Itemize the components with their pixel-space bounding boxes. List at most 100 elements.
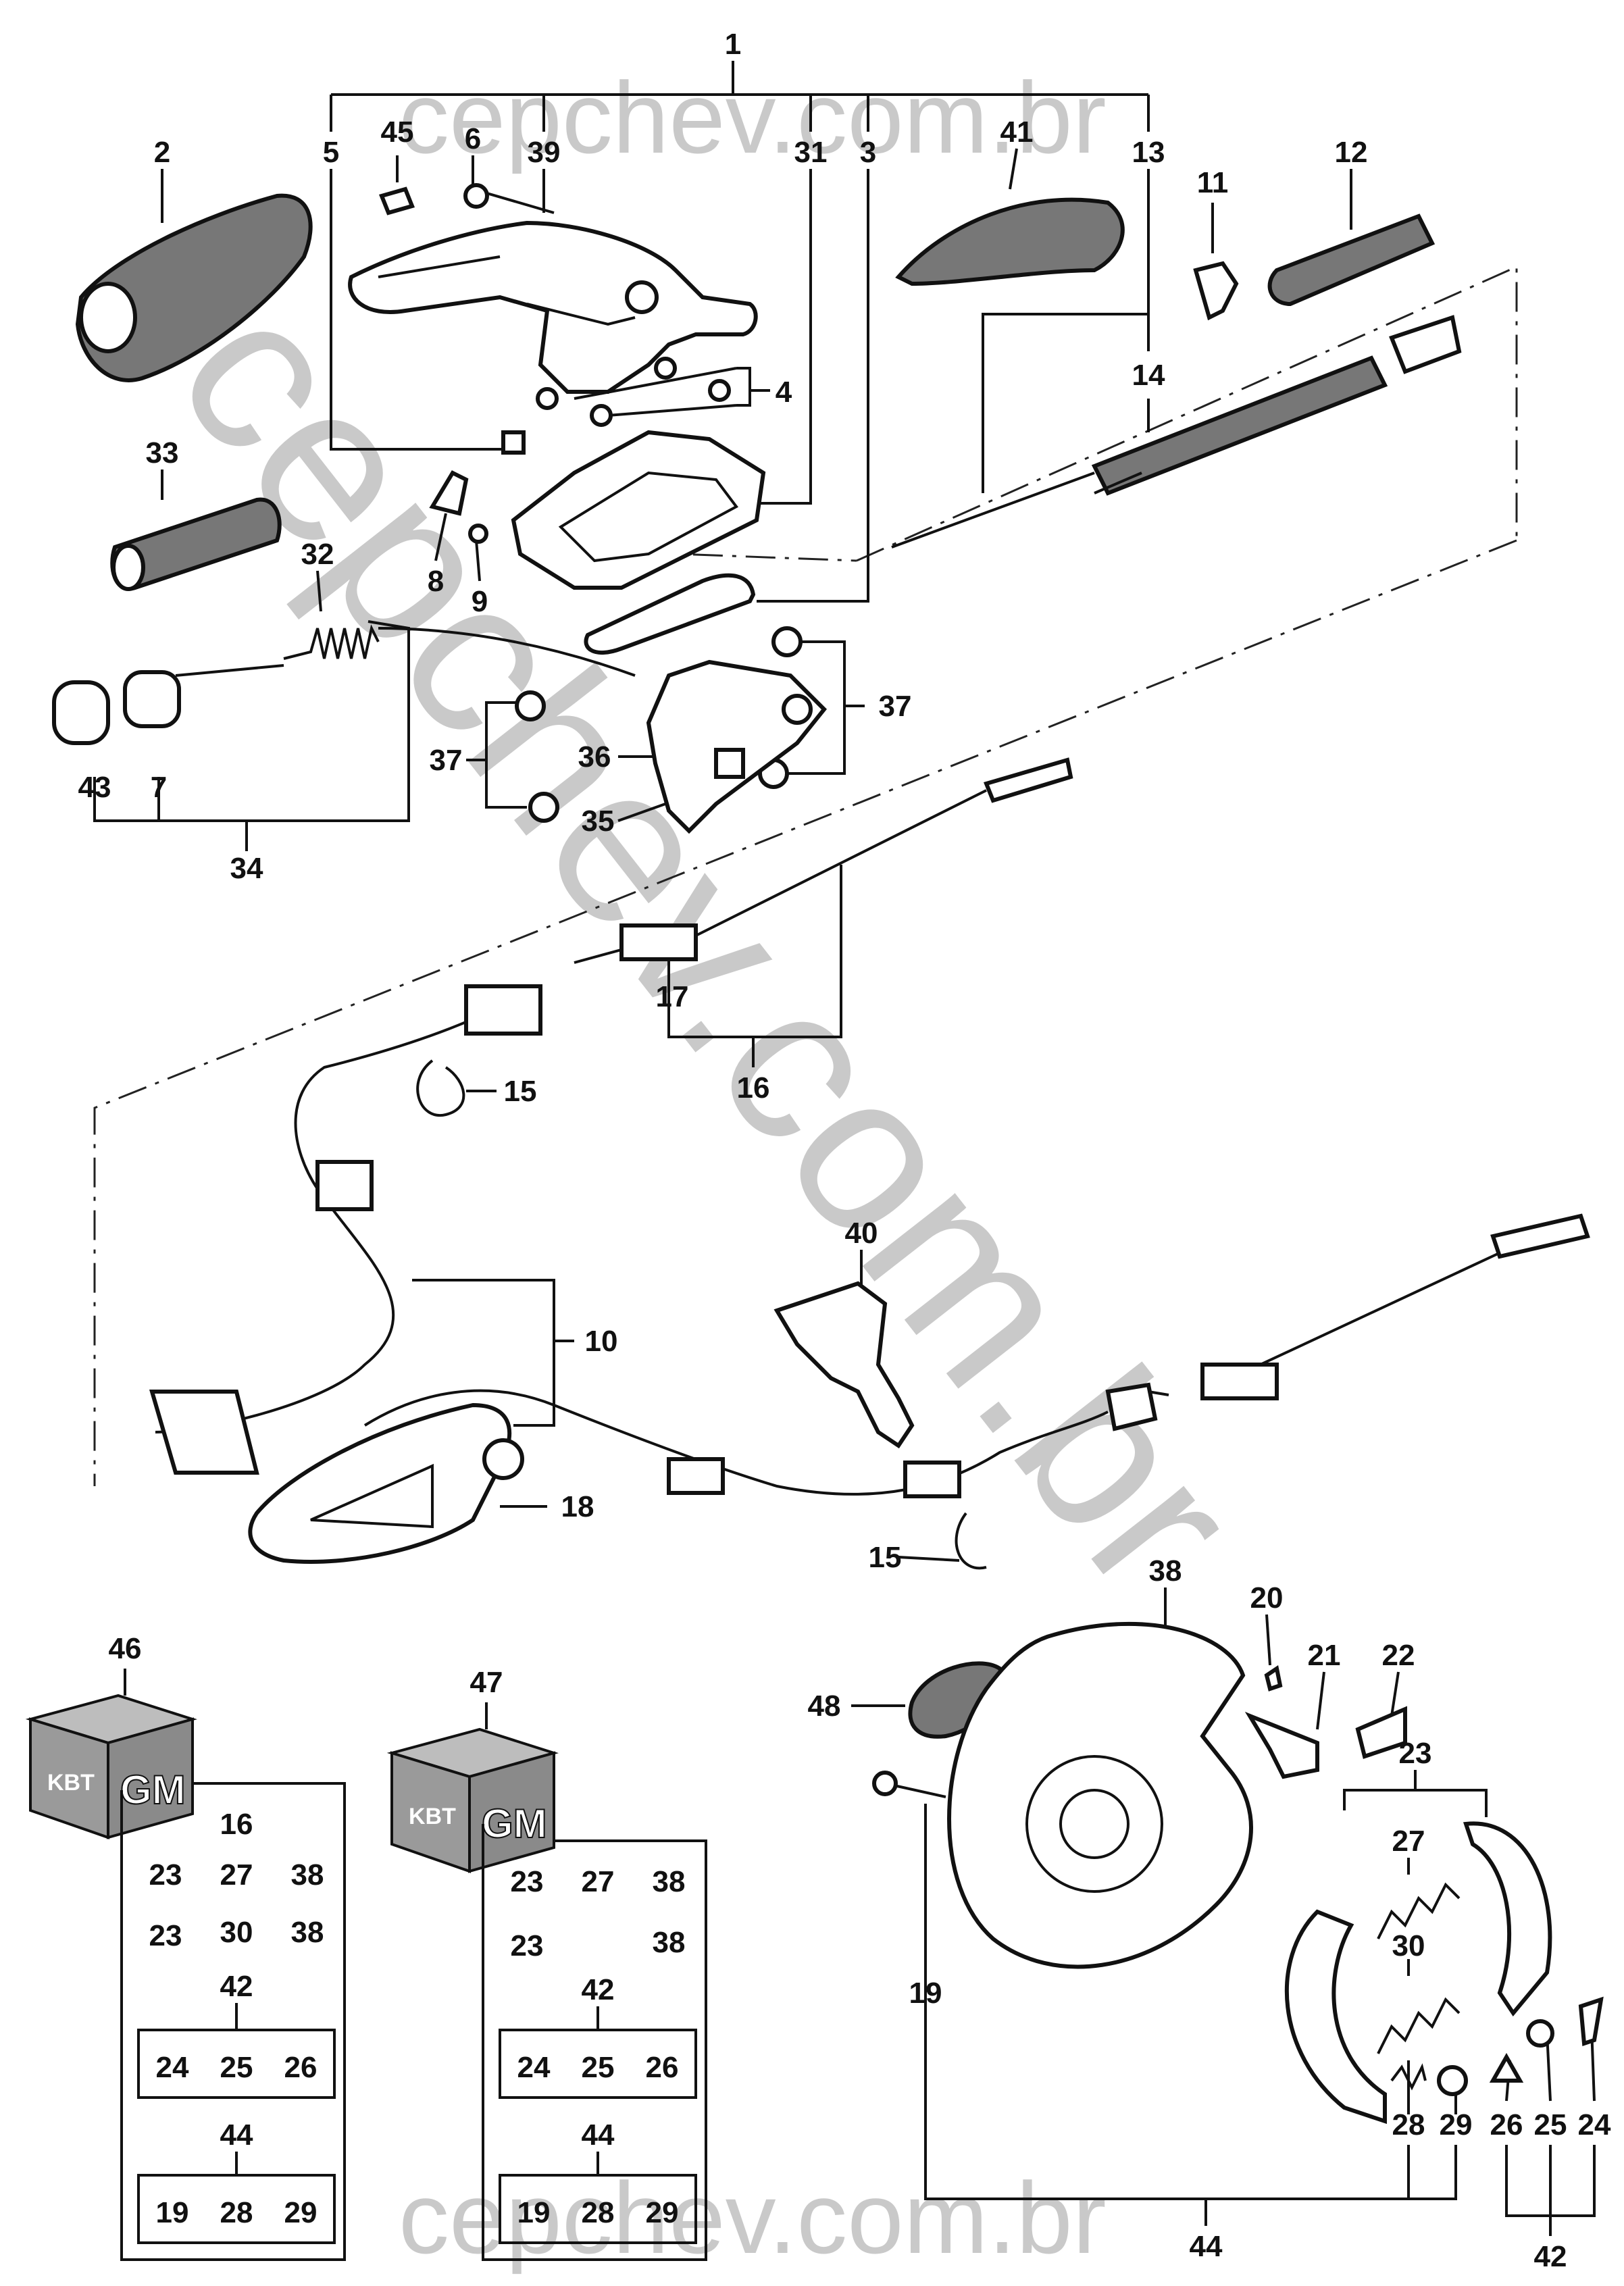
watermark-top: cepchev.com.br [399, 61, 1107, 174]
svg-text:44: 44 [582, 2118, 615, 2152]
svg-text:25: 25 [582, 2051, 615, 2084]
callout-16: 16 [737, 1071, 770, 1104]
watermark-bottom: cepchev.com.br [399, 2161, 1107, 2275]
handle-cover-part [75, 193, 313, 382]
callout-27: 27 [1392, 1825, 1425, 1858]
brake-shoe-right-part [1463, 1821, 1552, 2017]
callout-26: 26 [1490, 2108, 1523, 2141]
mount-bracket-part [773, 1281, 915, 1449]
lever-bracket-part [511, 430, 766, 590]
callout-40: 40 [845, 1217, 878, 1250]
kit-47: 47 KBT GM 23 27 38 23 38 42 24 25 26 44 … [386, 1666, 707, 2261]
callout-41: 41 [1000, 116, 1034, 149]
gm-kit-logo: KBT GM [25, 1694, 197, 1839]
svg-text:KBT: KBT [47, 1770, 95, 1796]
svg-text:23: 23 [511, 1865, 544, 1898]
svg-text:23: 23 [149, 1919, 182, 1952]
ratchet-part [646, 659, 828, 834]
callout-36: 36 [578, 740, 611, 773]
svg-text:29: 29 [646, 2196, 679, 2229]
callout-7: 7 [151, 771, 167, 804]
callout-10: 10 [585, 1325, 618, 1358]
callout-20: 20 [1250, 1581, 1284, 1615]
kit-46: 46 KBT GM 16 23 27 38 23 30 38 42 24 25 … [25, 1632, 346, 2261]
svg-text:38: 38 [291, 1858, 324, 1891]
callout-14: 14 [1132, 359, 1165, 392]
svg-text:23: 23 [149, 1858, 182, 1891]
svg-text:KBT: KBT [409, 1804, 456, 1829]
svg-text:28: 28 [582, 2196, 615, 2229]
callout-37-right: 37 [879, 690, 912, 723]
console-boot-part [584, 573, 756, 655]
callout-38: 38 [1149, 1554, 1182, 1587]
callout-21: 21 [1308, 1639, 1341, 1672]
svg-text:27: 27 [582, 1865, 615, 1898]
svg-text:38: 38 [291, 1916, 324, 1949]
svg-text:24: 24 [156, 2051, 189, 2084]
svg-text:GM: GM [482, 1801, 547, 1846]
callout-43: 43 [78, 771, 111, 804]
svg-text:19: 19 [156, 2196, 189, 2229]
callout-3: 3 [860, 136, 876, 169]
svg-text:GM: GM [120, 1767, 186, 1812]
callout-44: 44 [1190, 2230, 1223, 2263]
callout-5: 5 [323, 136, 339, 169]
svg-text:27: 27 [220, 1858, 253, 1891]
svg-text:24: 24 [517, 2051, 551, 2084]
callout-4: 4 [776, 376, 792, 409]
callout-31: 31 [794, 136, 828, 169]
callout-28: 28 [1392, 2108, 1425, 2141]
cable-bellows-part [1091, 355, 1388, 496]
callout-6: 6 [465, 122, 481, 155]
callout-32: 32 [301, 538, 334, 571]
svg-text:28: 28 [220, 2196, 253, 2229]
callout-30: 30 [1392, 1929, 1425, 1962]
callout-23: 23 [1399, 1737, 1432, 1770]
svg-text:26: 26 [284, 2051, 318, 2084]
svg-text:38: 38 [653, 1865, 686, 1898]
svg-text:38: 38 [653, 1926, 686, 1959]
callout-48: 48 [808, 1690, 841, 1723]
backing-plate-part [947, 1621, 1254, 1969]
callout-12: 12 [1335, 136, 1368, 169]
callout-37-left: 37 [430, 744, 463, 777]
callout-25: 25 [1534, 2108, 1567, 2141]
svg-text:29: 29 [284, 2196, 318, 2229]
callout-15-lower: 15 [869, 1541, 902, 1574]
callout-8: 8 [428, 565, 444, 598]
callout-29: 29 [1440, 2108, 1473, 2141]
svg-text:42: 42 [582, 1973, 615, 2006]
callout-45: 45 [381, 116, 414, 149]
callout-34: 34 [230, 852, 263, 885]
callout-1: 1 [725, 28, 741, 61]
spring-boot-part [1267, 213, 1436, 307]
callout-33: 33 [146, 436, 179, 469]
svg-text:19: 19 [517, 2196, 551, 2229]
svg-text:23: 23 [511, 1929, 544, 1962]
callout-2: 2 [154, 136, 170, 169]
callout-22: 22 [1382, 1639, 1415, 1672]
gm-kit-logo: KBT GM [386, 1727, 559, 1873]
cable-bracket-part [248, 1402, 512, 1564]
svg-text:16: 16 [220, 1808, 253, 1841]
callout-9: 9 [472, 585, 488, 618]
callout-labels: 1 2 3 4 5 6 7 8 9 10 11 12 13 14 15 16 1… [78, 28, 1611, 2273]
lever-boot-part [895, 197, 1125, 286]
svg-text:26: 26 [646, 2051, 679, 2084]
callout-15-upper: 15 [504, 1075, 537, 1108]
svg-text:25: 25 [220, 2051, 253, 2084]
callout-35: 35 [582, 805, 615, 838]
callout-18: 18 [561, 1490, 594, 1523]
callout-39: 39 [528, 136, 561, 169]
kit-46-ref: 46 [109, 1632, 142, 1665]
callout-13: 13 [1132, 136, 1165, 169]
svg-text:30: 30 [220, 1916, 253, 1949]
svg-text:44: 44 [220, 2118, 253, 2152]
svg-text:42: 42 [220, 1970, 253, 2003]
callout-17: 17 [656, 980, 689, 1013]
callout-24: 24 [1578, 2108, 1611, 2141]
parts [52, 183, 1604, 2125]
callout-42: 42 [1534, 2240, 1567, 2273]
callout-19: 19 [909, 1977, 942, 2010]
